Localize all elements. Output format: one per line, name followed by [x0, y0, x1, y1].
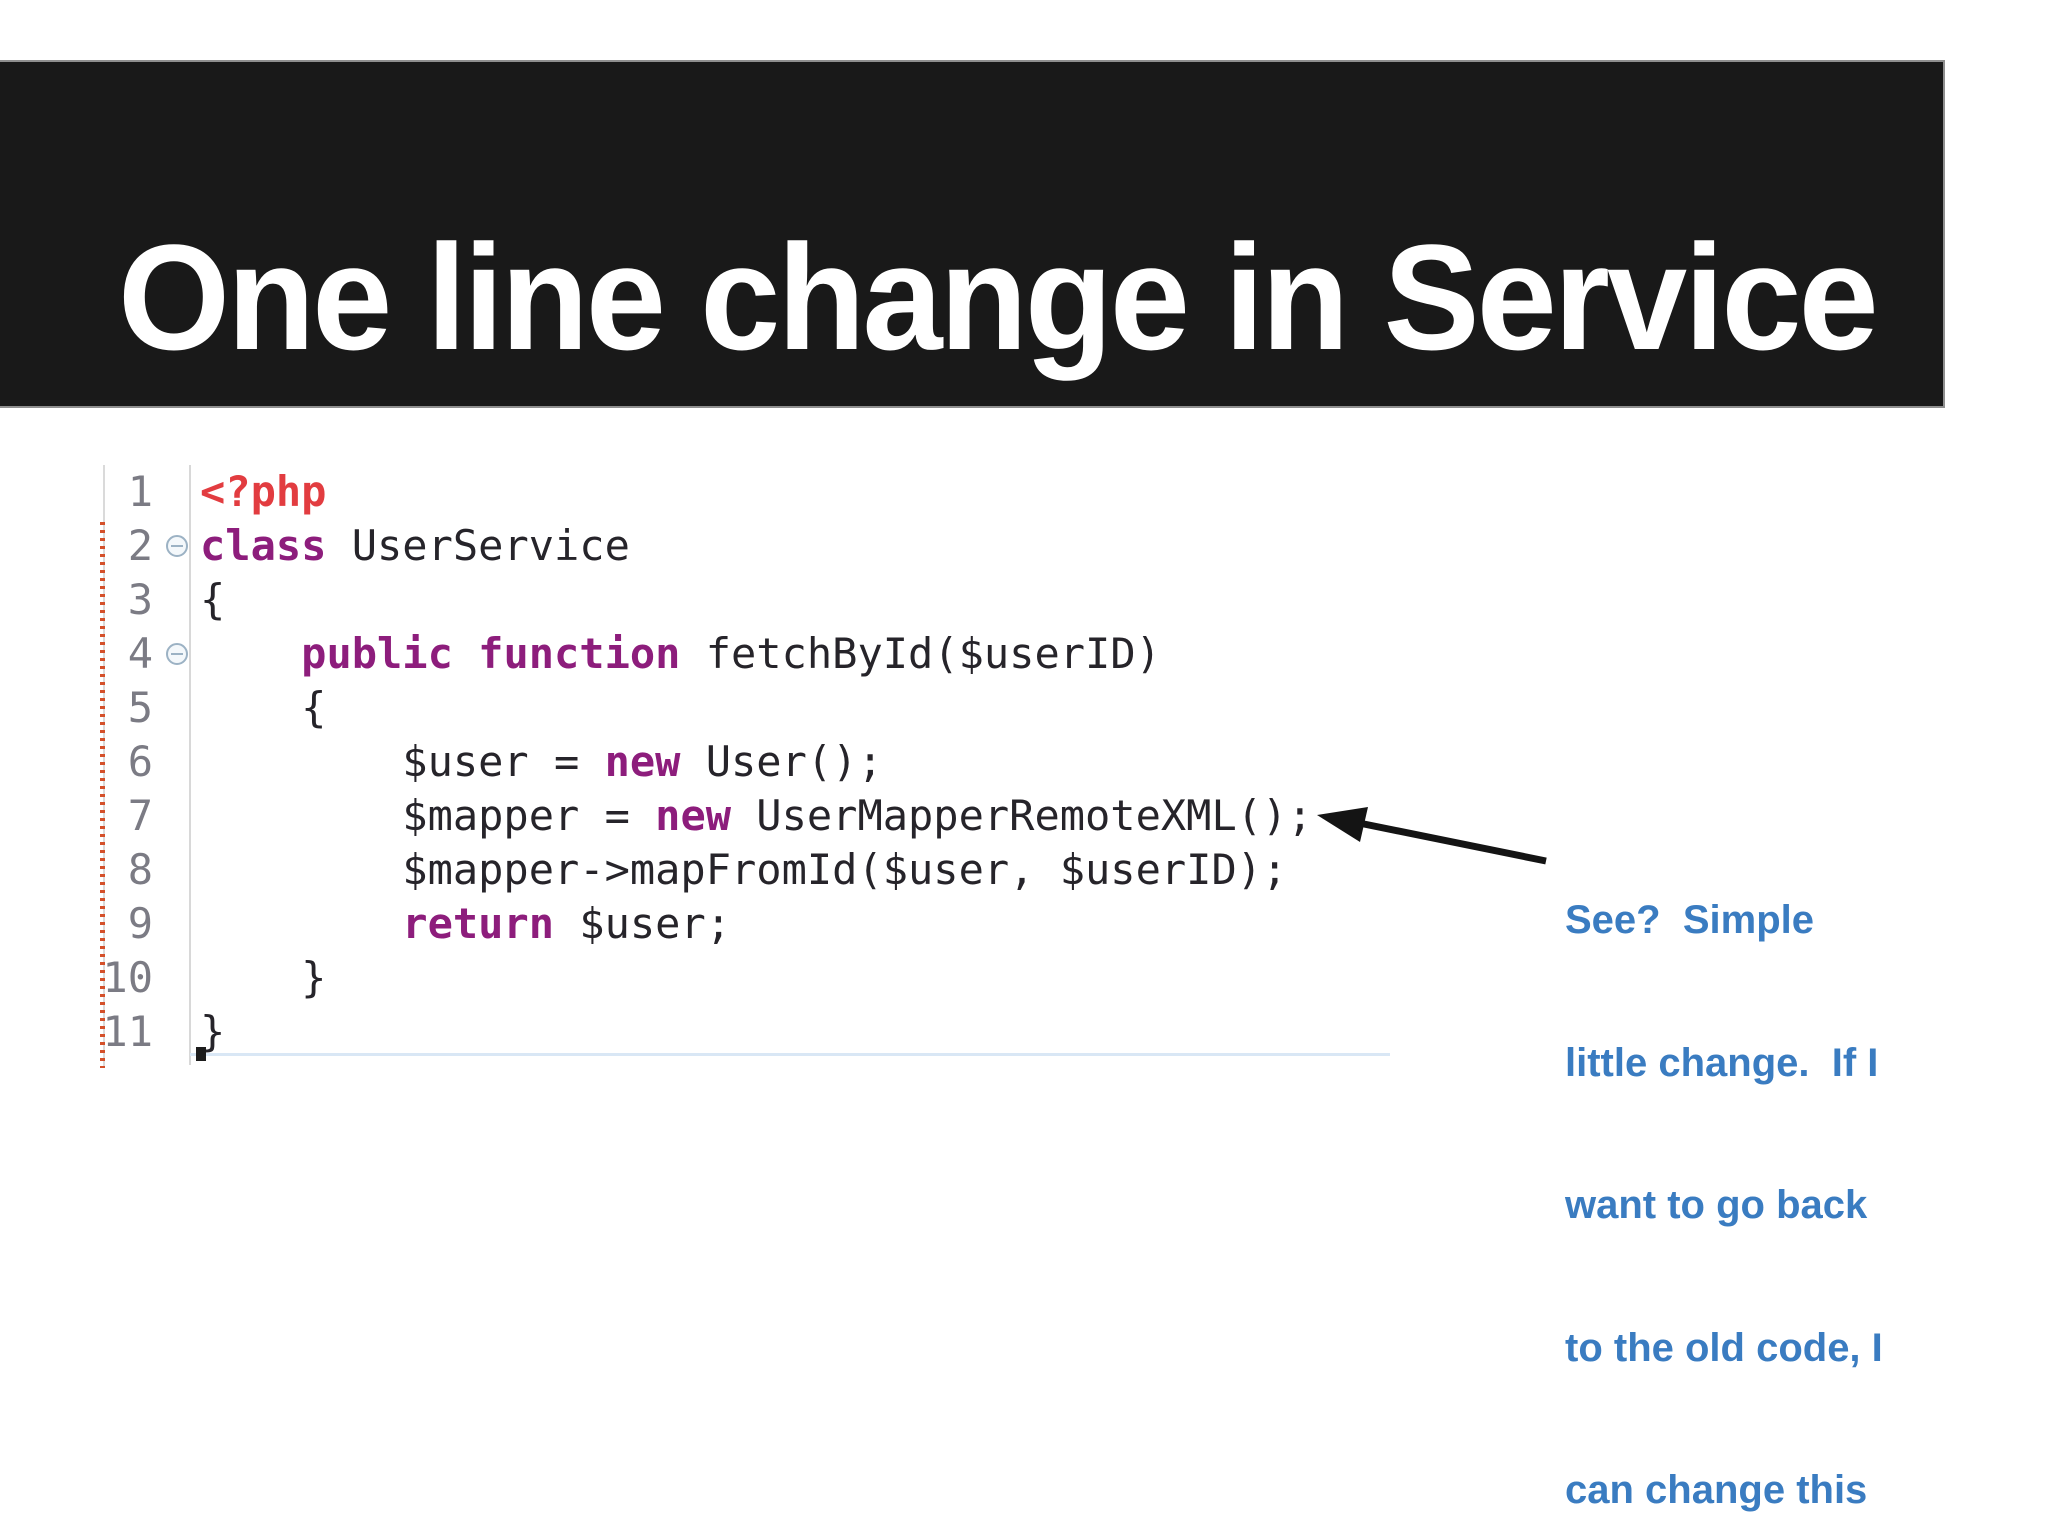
- annotation-line: See? Simple: [1565, 898, 1814, 942]
- code-text: }: [200, 953, 327, 1002]
- fold-column: [155, 519, 200, 573]
- fold-column: [155, 735, 200, 789]
- annotation-arrow-icon: [1317, 807, 1547, 865]
- code-line: 7 $mapper = new UserMapperRemoteXML();: [0, 789, 1313, 843]
- fold-minus-icon: [166, 535, 188, 557]
- code-line: 11}: [0, 1005, 1313, 1059]
- fold-column: [155, 573, 200, 627]
- line-number: 10: [102, 953, 153, 1002]
- line-number: 11: [102, 1007, 153, 1056]
- fold-column: [155, 951, 200, 1005]
- line-number: 1: [127, 467, 153, 516]
- fold-column: [155, 843, 200, 897]
- code-line: 5 {: [0, 681, 1313, 735]
- code-line: 1 <?php: [0, 465, 1313, 519]
- editor-bottom-rule: [190, 1053, 1390, 1056]
- code-line: 10 }: [0, 951, 1313, 1005]
- line-number: 2: [127, 521, 153, 570]
- annotation-line: to the old code, I: [1565, 1325, 1883, 1370]
- line-number: 8: [127, 845, 153, 894]
- annotation-line: little change. If I: [1565, 1040, 1879, 1085]
- code-text: public function fetchById($userID): [301, 629, 1161, 678]
- cut-off-glyph: [196, 1047, 206, 1061]
- fold-column: [155, 681, 200, 735]
- code-text: <?php: [200, 467, 327, 516]
- line-number: 4: [127, 629, 153, 678]
- fold-column: [155, 789, 200, 843]
- gutter-left-border: [103, 465, 105, 1066]
- code-text: $mapper = new UserMapperRemoteXML();: [200, 791, 1313, 840]
- code-line: 3{: [0, 573, 1313, 627]
- slide-title: One line change in Service: [118, 213, 1879, 381]
- fold-column: [155, 1005, 200, 1059]
- annotation-note: See? Simple little change. If I want to …: [1565, 802, 1883, 1536]
- line-number: 6: [127, 737, 153, 786]
- annotation-line: can change this: [1565, 1468, 1868, 1512]
- gutter-separator: [189, 465, 191, 1065]
- line-number: 7: [127, 791, 153, 840]
- line-number: 9: [127, 899, 153, 948]
- code-text: class UserService: [200, 521, 630, 570]
- code-text: {: [200, 575, 226, 624]
- code-text: return $user;: [402, 899, 732, 948]
- line-number: 3: [127, 575, 153, 624]
- annotation-line: want to go back: [1565, 1183, 1868, 1227]
- fold-column: [155, 897, 200, 951]
- code-text: }: [200, 1007, 226, 1056]
- code-text: $mapper->mapFromId($user, $userID);: [200, 845, 1288, 894]
- code-text: {: [200, 683, 327, 732]
- quickdiff-dotted-line: [100, 522, 105, 1068]
- fold-column: [155, 465, 200, 519]
- code-text: $user = new User();: [200, 737, 883, 786]
- code-line: 8 $mapper->mapFromId($user, $userID);: [0, 843, 1313, 897]
- code-line: 4 public function fetchById($userID): [0, 627, 1313, 681]
- fold-minus-icon: [166, 643, 188, 665]
- code-line: 9 return $user;: [0, 897, 1313, 951]
- line-number: 5: [127, 683, 153, 732]
- code-line: 2 class UserService: [0, 519, 1313, 573]
- title-banner: One line change in Service: [0, 60, 1945, 408]
- code-line: 6 $user = new User();: [0, 735, 1313, 789]
- fold-column: [155, 627, 200, 681]
